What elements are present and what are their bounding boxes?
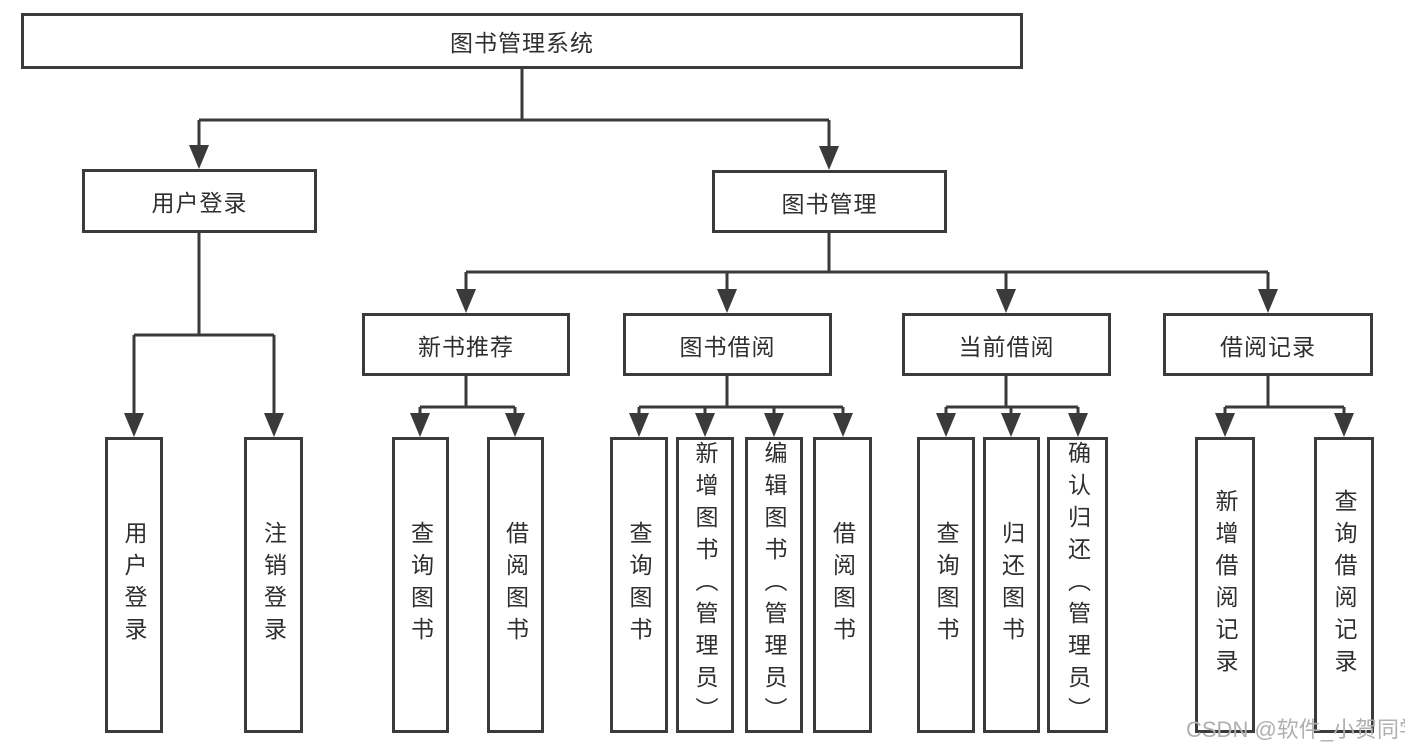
node-root-label: 图书管理系统 [450, 30, 594, 56]
arrowheads-borrowing-records [1215, 413, 1354, 437]
leaf-logout: 注销登录 [244, 437, 303, 733]
leaf-logout-label: 注销登录 [260, 521, 287, 649]
node-borrowing-records: 借阅记录 [1163, 313, 1373, 376]
arrowheads-user-login [124, 413, 284, 437]
node-book-management-label: 图书管理 [781, 190, 878, 217]
leaf-user-login: 用户登录 [105, 437, 163, 733]
leaf-edit-books-admin-label: 编辑图书（管理员） [761, 441, 787, 729]
leaf-return-books-label: 归还图书 [998, 521, 1025, 649]
leaf-query-books-recommend: 查询图书 [392, 437, 449, 733]
arrowheads-new-book-recommend [410, 413, 525, 437]
arrowheads-current-borrowing [936, 413, 1088, 437]
leaf-query-borrow-record: 查询借阅记录 [1314, 437, 1374, 733]
arrowheads-level2 [189, 145, 839, 170]
node-new-book-recommend-label: 新书推荐 [418, 333, 514, 360]
arrowheads-level3 [456, 289, 1278, 313]
leaf-borrow-books-borrowing-label: 借阅图书 [829, 521, 856, 649]
leaf-add-books-admin: 新增图书（管理员） [676, 437, 734, 733]
node-root-library-management-system: 图书管理系统 [21, 13, 1023, 69]
leaf-query-books-borrowing-label: 查询图书 [626, 521, 652, 649]
node-user-login-label: 用户登录 [151, 190, 248, 216]
leaf-query-books-current: 查询图书 [917, 437, 975, 733]
connector-new-book-recommend-to-leaves [418, 376, 517, 416]
connector-borrowing-records-to-leaves [1223, 376, 1346, 416]
node-current-borrowing: 当前借阅 [902, 313, 1111, 376]
node-current-borrowing-label: 当前借阅 [958, 333, 1055, 360]
connector-current-borrowing-to-leaves [944, 376, 1080, 416]
node-book-borrowing: 图书借阅 [623, 313, 832, 376]
node-book-management: 图书管理 [712, 170, 947, 233]
node-new-book-recommend: 新书推荐 [362, 313, 570, 376]
node-user-login: 用户登录 [82, 169, 317, 233]
connector-user-login-to-leaves [132, 233, 276, 416]
leaf-query-books-borrowing: 查询图书 [610, 437, 668, 733]
leaf-add-books-admin-label: 新增图书（管理员） [692, 441, 718, 729]
leaf-query-borrow-record-label: 查询借阅记录 [1331, 489, 1357, 681]
leaf-borrow-books-recommend: 借阅图书 [487, 437, 544, 733]
leaf-add-borrow-record-label: 新增借阅记录 [1212, 489, 1238, 681]
node-book-borrowing-label: 图书借阅 [679, 333, 776, 360]
leaf-edit-books-admin: 编辑图书（管理员） [745, 437, 803, 733]
leaf-confirm-return-admin-label: 确认归还（管理员） [1064, 441, 1091, 729]
leaf-return-books: 归还图书 [983, 437, 1040, 733]
connector-root-to-level2 [197, 68, 831, 149]
leaf-query-books-current-label: 查询图书 [933, 521, 959, 649]
leaf-query-books-recommend-label: 查询图书 [407, 521, 434, 649]
leaf-borrow-books-recommend-label: 借阅图书 [502, 521, 529, 649]
node-borrowing-records-label: 借阅记录 [1220, 333, 1316, 360]
leaf-confirm-return-admin: 确认归还（管理员） [1047, 437, 1108, 733]
leaf-add-borrow-record: 新增借阅记录 [1195, 437, 1255, 733]
csdn-watermark: CSDN @软件_小贺同学 [1186, 717, 1405, 742]
connector-book-management-to-level3 [464, 233, 1270, 292]
leaf-borrow-books-borrowing: 借阅图书 [813, 437, 872, 733]
leaf-user-login-label: 用户登录 [121, 521, 147, 649]
arrowheads-book-borrowing [629, 413, 853, 437]
connector-book-borrowing-to-leaves [637, 376, 845, 416]
